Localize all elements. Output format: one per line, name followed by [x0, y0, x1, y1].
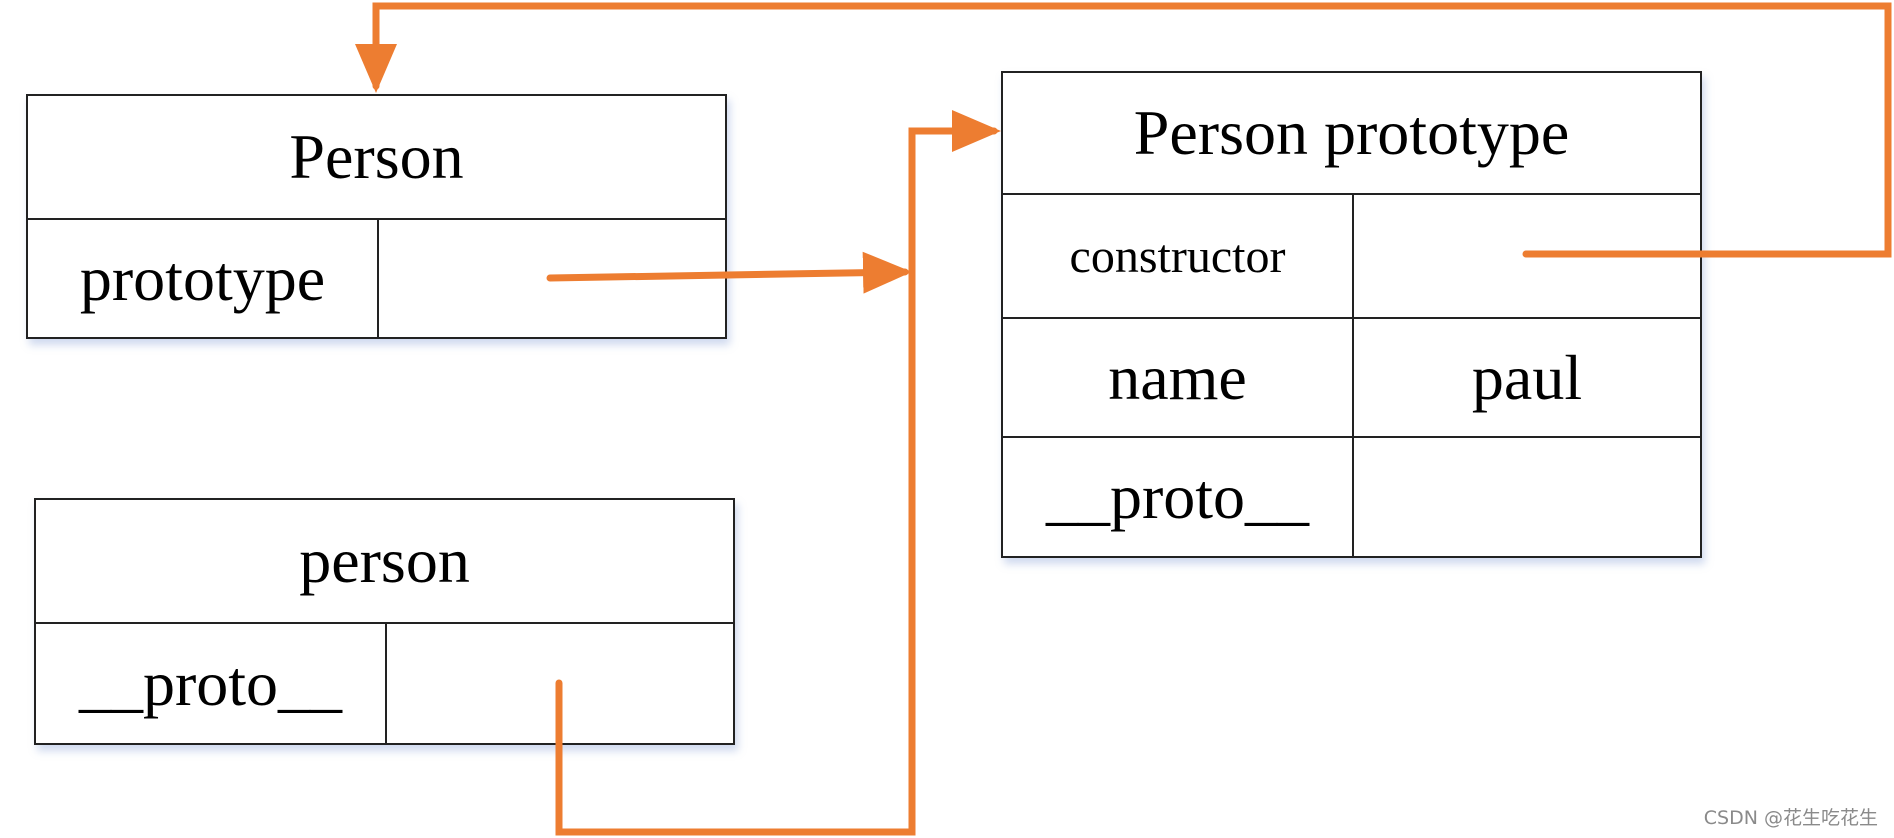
proto-value-cell — [1354, 438, 1700, 556]
name-value-cell: paul — [1471, 341, 1583, 413]
person-prototype-table: Person prototype constructor name paul _… — [1001, 71, 1702, 558]
prototype-key-cell: prototype — [79, 242, 326, 314]
divider — [1352, 195, 1354, 556]
divider — [377, 220, 379, 337]
person-constructor-title: Person — [289, 121, 464, 192]
divider — [1003, 317, 1700, 319]
name-key-cell: name — [1108, 341, 1247, 413]
watermark: CSDN @花生吃花生 — [1703, 807, 1878, 829]
proto-key-cell: __proto__ — [78, 647, 343, 719]
proto-value-cell — [387, 624, 733, 743]
divider — [1003, 436, 1700, 438]
person-constructor-table: Person prototype — [26, 94, 727, 339]
person-instance-table: person __proto__ — [34, 498, 735, 745]
person-prototype-title: Person prototype — [1133, 97, 1570, 168]
constructor-value-cell — [1354, 195, 1700, 317]
divider — [385, 624, 387, 743]
constructor-key-cell: constructor — [1069, 229, 1286, 283]
divider — [36, 622, 733, 624]
prototype-value-cell — [379, 220, 725, 337]
person-instance-title: person — [299, 525, 470, 596]
proto-key-cell: __proto__ — [1045, 461, 1310, 532]
